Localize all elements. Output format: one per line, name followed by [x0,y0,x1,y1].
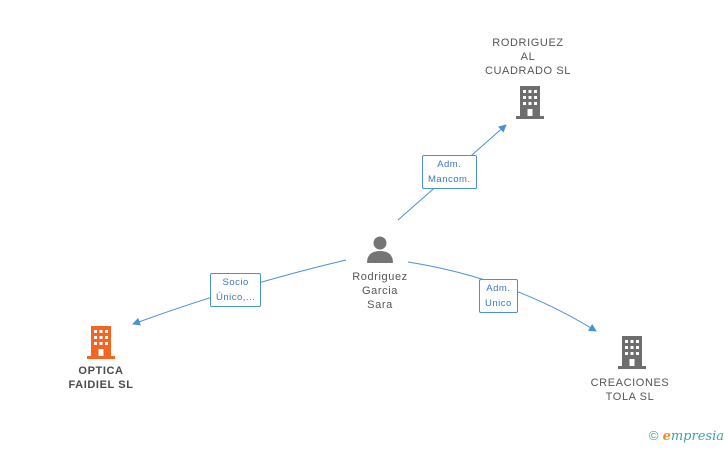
building-icon[interactable] [616,334,648,370]
brand-initial: e [662,429,671,444]
copyright-symbol: © [648,428,659,443]
company-label-rodriguez[interactable]: RODRIGUEZ AL CUADRADO SL [484,37,572,77]
building-icon[interactable] [514,84,546,120]
brand-name: mpresia [670,429,724,444]
edge-label-adm-mancom[interactable]: Adm. Mancom. [422,155,477,189]
edge-label-socio-unico[interactable]: Socio Único,... [210,273,262,307]
person-label[interactable]: Rodriguez Garcia Sara [352,271,408,311]
empresia-watermark: © empresia [649,428,724,444]
person-icon[interactable] [365,234,395,264]
building-icon-highlighted[interactable] [85,324,117,360]
edge-label-adm-unico[interactable]: Adm. Unico [479,279,518,313]
company-label-creaciones[interactable]: CREACIONES TOLA SL [590,377,670,403]
company-label-optica[interactable]: OPTICA FAIDIEL SL [68,365,134,391]
